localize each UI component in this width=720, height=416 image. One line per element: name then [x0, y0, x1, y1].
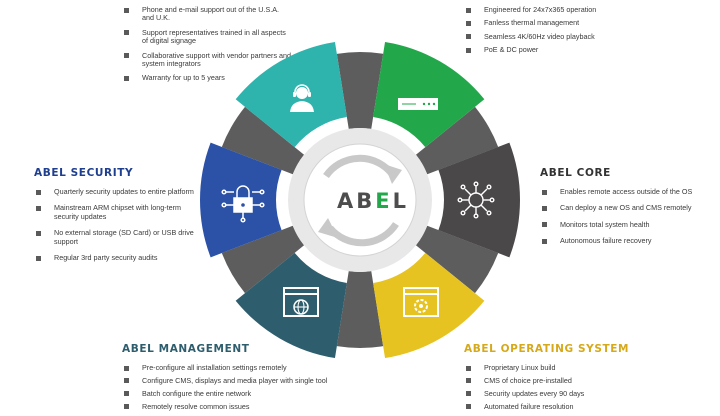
- circuit-network-icon: [457, 181, 495, 219]
- media-player-device-icon: [398, 98, 438, 110]
- hardware-features: Engineered for 24x7x365 operation Fanles…: [464, 5, 614, 60]
- abel-wheel-diagram: ABEL: [199, 41, 520, 359]
- core-feature-list: Enables remote access outside of the OS …: [540, 187, 710, 246]
- list-item: CMS of choice pre-installed: [464, 376, 674, 385]
- security-feature-list: Quarterly security updates to entire pla…: [34, 187, 199, 262]
- list-item: Enables remote access outside of the OS: [540, 187, 710, 196]
- list-item: Seamless 4K/60Hz video playback: [464, 32, 614, 41]
- core-segment: [438, 142, 520, 258]
- core-title: ABEL CORE: [540, 167, 611, 179]
- list-item: Can deploy a new OS and CMS remotely: [540, 203, 710, 212]
- core-features: ABEL CORE Enables remote access outside …: [540, 167, 710, 254]
- list-item: Engineered for 24x7x365 operation: [464, 5, 614, 14]
- list-item: Pre-configure all installation settings …: [122, 363, 332, 372]
- support-feature-list: Phone and e-mail support out of the U.S.…: [122, 5, 292, 83]
- list-item: No external storage (SD Card) or USB dri…: [34, 229, 199, 246]
- list-item: Fanless thermal management: [464, 18, 614, 27]
- list-item: Mainstream ARM chipset with long-term se…: [34, 204, 199, 221]
- os-title: ABEL OPERATING SYSTEM: [464, 343, 630, 355]
- list-item: Configure CMS, displays and media player…: [122, 376, 332, 385]
- wheel-gap: [221, 106, 305, 175]
- list-item: Collaborative support with vendor partne…: [122, 51, 292, 69]
- arrow-head-icon: [318, 218, 338, 238]
- list-item: Batch configure the entire network: [122, 389, 332, 398]
- arrow-head-icon: [384, 164, 402, 184]
- support-features: Phone and e-mail support out of the U.S.…: [122, 5, 292, 89]
- list-item: Proprietary Linux build: [464, 363, 674, 372]
- management-title: ABEL MANAGEMENT: [122, 343, 250, 355]
- operating-system-segment: [373, 252, 485, 359]
- list-item: Warranty for up to 5 years: [122, 74, 292, 82]
- browser-window-gear-icon: [403, 287, 439, 317]
- wheel-gap: [336, 271, 384, 349]
- list-item: Phone and e-mail support out of the U.S.…: [122, 5, 292, 23]
- security-title: ABEL SECURITY: [34, 167, 134, 179]
- wheel-gap: [221, 225, 305, 294]
- abel-logo: ABEL: [337, 189, 409, 213]
- wheel-gap-ring: [221, 51, 499, 349]
- security-features: ABEL SECURITY Quarterly security updates…: [34, 167, 199, 270]
- keyhole-icon: [241, 203, 245, 207]
- wheel-gap: [415, 106, 499, 175]
- management-segment: [235, 252, 347, 359]
- support-agent-icon: [290, 84, 314, 112]
- list-item: Autonomous failure recovery: [540, 236, 710, 245]
- browser-window-globe-icon: [283, 287, 319, 317]
- list-item: PoE & DC power: [464, 45, 614, 54]
- hardware-feature-list: Engineered for 24x7x365 operation Fanles…: [464, 5, 614, 55]
- logo-text: ABEL: [337, 189, 409, 213]
- wheel-gap: [415, 225, 499, 294]
- hardware-segment: [373, 41, 485, 148]
- list-item: Quarterly security updates to entire pla…: [34, 187, 199, 196]
- list-item: Support representatives trained in all a…: [122, 28, 292, 46]
- support-segment: [235, 41, 347, 148]
- wheel-gap: [336, 51, 384, 129]
- list-item: Monitors total system health: [540, 220, 710, 229]
- list-item: Regular 3rd party security audits: [34, 253, 199, 262]
- list-item: Security updates every 90 days: [464, 389, 674, 398]
